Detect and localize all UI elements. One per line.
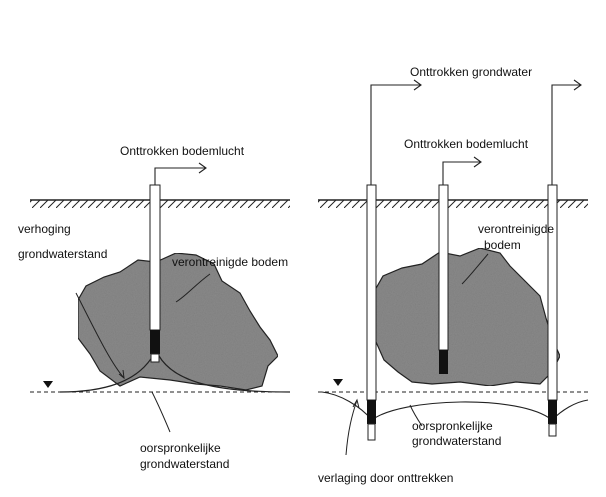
left-extracted-air-label: Onttrokken bodemlucht: [120, 144, 245, 158]
right-air-extraction-well: [438, 184, 449, 374]
left-raise-label-line2: grondwaterstand: [18, 247, 107, 261]
left-contaminated-soil: [77, 252, 279, 391]
right-panel: Onttrokken grondwater Onttrokken bodemlu…: [318, 65, 589, 485]
right-contaminated-label-line1: verontreinigde: [478, 222, 554, 236]
left-raise-label-line1: verhoging: [18, 222, 71, 236]
right-lowered-groundwater-curve: [321, 391, 589, 421]
right-contaminated-soil: [371, 247, 561, 387]
right-ground-surface: [318, 199, 588, 208]
flow-arrow-icon: [370, 79, 422, 185]
right-contaminated-label-line2: bodem: [484, 238, 521, 252]
left-original-label-line2: grondwaterstand: [140, 457, 229, 471]
left-original-label-line1: oorspronkelijke: [140, 441, 221, 455]
flow-arrow-icon: [551, 79, 582, 185]
right-extracted-air-label: Onttrokken bodemlucht: [404, 137, 529, 151]
flow-arrow-icon: [442, 156, 482, 185]
left-air-extraction-well: [149, 184, 161, 363]
right-extracted-groundwater-label: Onttrokken grondwater: [410, 65, 532, 79]
right-lowering-label: verlaging door onttrekken: [318, 471, 453, 485]
left-panel: Onttrokken bodemlucht verhoging grondwat…: [18, 144, 291, 471]
right-original-label-line1: oorspronkelijke: [412, 419, 493, 433]
right-original-label-line2: grondwaterstand: [412, 434, 501, 448]
water-table-triangle-icon: [333, 379, 343, 386]
left-contaminated-label: verontreinigde bodem: [172, 255, 288, 269]
flow-arrow-icon: [154, 162, 207, 185]
right-groundwater-well-left: [366, 184, 377, 441]
water-table-triangle-icon: [43, 381, 53, 388]
